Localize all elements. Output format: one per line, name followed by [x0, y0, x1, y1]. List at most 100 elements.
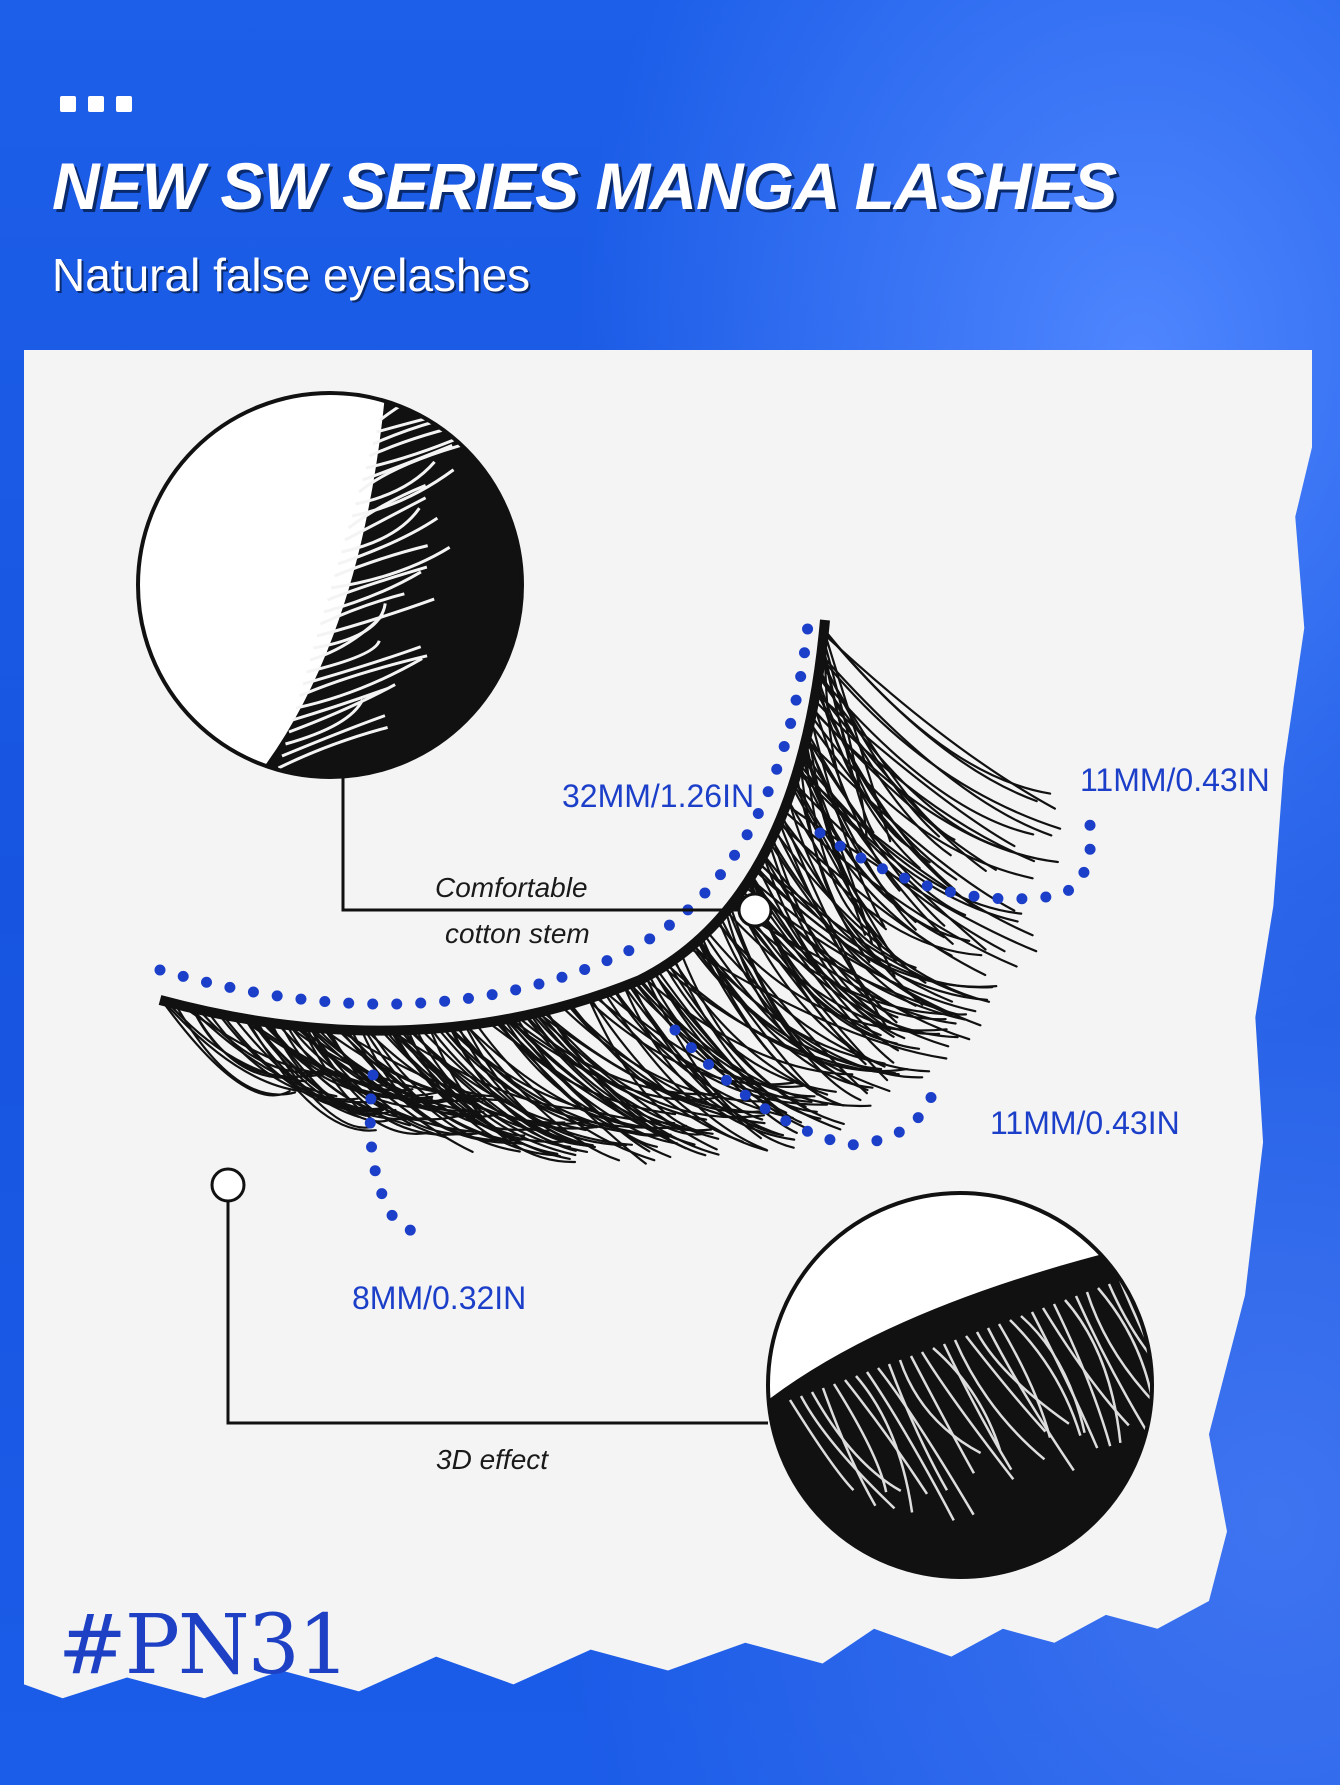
zoom-strand — [316, 597, 435, 638]
lash-strand — [770, 838, 954, 1003]
zoom-strand — [1151, 1267, 1152, 1414]
lash-strand — [255, 1019, 374, 1129]
lash-strand — [774, 829, 889, 1030]
lash-strand — [747, 879, 966, 1021]
outer-dotted-guide — [814, 819, 1097, 905]
lash-strand — [408, 1028, 577, 1152]
lash-strand — [369, 1029, 529, 1131]
zoom-strand — [1085, 1291, 1152, 1432]
lash-strand — [821, 642, 875, 834]
lash-strand — [771, 836, 891, 1024]
lash-strand — [802, 748, 874, 946]
lash-strand — [515, 1016, 672, 1159]
product-code: #PN31 — [58, 1598, 350, 1693]
lash-band — [158, 619, 830, 1036]
lash-strand — [688, 946, 948, 1060]
lash-strand — [534, 1012, 718, 1151]
lash-strand — [188, 1006, 338, 1098]
stem-zoom-circle — [138, 393, 522, 777]
effect-callout-text: 3D effect — [436, 1444, 549, 1475]
zoom-strand — [942, 1343, 1013, 1471]
stem-callout-dot — [737, 892, 773, 928]
lash-strand — [791, 786, 896, 978]
lash-strand — [623, 985, 764, 1121]
lash-strand — [497, 1019, 679, 1145]
lash-strand — [690, 945, 891, 1093]
lash-strand — [337, 1028, 500, 1098]
lash-strand — [448, 1026, 591, 1147]
lash-strand — [605, 991, 807, 1088]
middle-length-label: 11MM/0.43IN — [990, 1105, 1180, 1141]
lash-strand — [644, 975, 795, 1149]
lash-strand — [817, 674, 1003, 849]
zoom-strand — [355, 460, 436, 506]
lash-strand — [560, 1005, 770, 1103]
lash-strand — [696, 939, 838, 1105]
zoom-strand — [1009, 1319, 1082, 1437]
lash-strand — [487, 1021, 688, 1150]
lash-strand — [731, 902, 968, 1016]
lash-strand — [276, 1022, 447, 1109]
lash-strand — [755, 866, 998, 988]
lash-strand — [497, 1019, 688, 1130]
zoom-strand — [298, 654, 428, 698]
zoom-strand — [337, 516, 439, 566]
lash-strand — [280, 1023, 420, 1122]
lash-strand — [524, 1014, 720, 1140]
lash-strand — [819, 659, 956, 841]
lash-strand — [300, 1025, 432, 1135]
zoom-strand — [295, 657, 423, 710]
zoom-strand — [1107, 1283, 1152, 1379]
zoom-strand — [844, 1379, 929, 1495]
zoom-strand — [920, 1351, 1015, 1480]
effect-callout-dot — [210, 1167, 246, 1203]
lash-strand — [285, 1023, 434, 1100]
lash-strand — [245, 1018, 377, 1132]
lash-strand — [800, 755, 946, 939]
zoom-strand — [865, 1371, 955, 1521]
zoom-strand — [292, 687, 388, 722]
lash-strand — [706, 930, 931, 1073]
lash-strand — [665, 963, 909, 1073]
lash-strand — [428, 1027, 577, 1164]
lash-strand — [680, 953, 807, 1108]
lash-strand — [757, 862, 967, 997]
lash-strand — [232, 1015, 361, 1119]
lash-strand — [464, 1024, 596, 1149]
effect-zoom-circle — [768, 1193, 1152, 1577]
lash-strand — [293, 1024, 453, 1104]
zoom-strand — [821, 1387, 877, 1507]
lash-strand — [244, 1017, 388, 1087]
lash-strand — [815, 687, 987, 872]
zoom-strand — [887, 1363, 949, 1491]
lash-strand — [731, 901, 921, 1050]
zoom-strand — [326, 565, 428, 602]
zoom-strand — [953, 1339, 1046, 1461]
zoom-strand — [347, 483, 427, 530]
lash-strand — [420, 1028, 575, 1143]
lash-strand — [809, 716, 886, 928]
lash-strand — [162, 999, 303, 1093]
effect-callout-line — [226, 1185, 768, 1425]
lash-strand — [799, 760, 893, 966]
lash-strand — [768, 841, 917, 1007]
lash-strand — [465, 1024, 621, 1162]
lash-strand — [814, 691, 1016, 848]
lash-strand — [781, 814, 878, 1013]
lash-strand — [726, 907, 832, 1072]
lash-strand — [735, 897, 889, 1082]
lash-strand — [389, 1029, 595, 1110]
lash-strand — [380, 1029, 526, 1137]
inner-length-label: 8MM/0.32IN — [352, 1280, 527, 1316]
lash-strand — [429, 1027, 633, 1146]
zoom-strand — [1030, 1311, 1099, 1449]
lash-strand — [304, 1025, 460, 1121]
zoom-strand — [285, 698, 365, 746]
lash-strand — [191, 1007, 334, 1078]
page-subtitle: Natural false eyelashes — [52, 249, 531, 301]
zoom-strand — [986, 1327, 1075, 1472]
zoom-strand — [932, 1347, 1002, 1451]
zoom-strand — [309, 613, 385, 662]
zoom-strand — [1097, 1287, 1152, 1403]
